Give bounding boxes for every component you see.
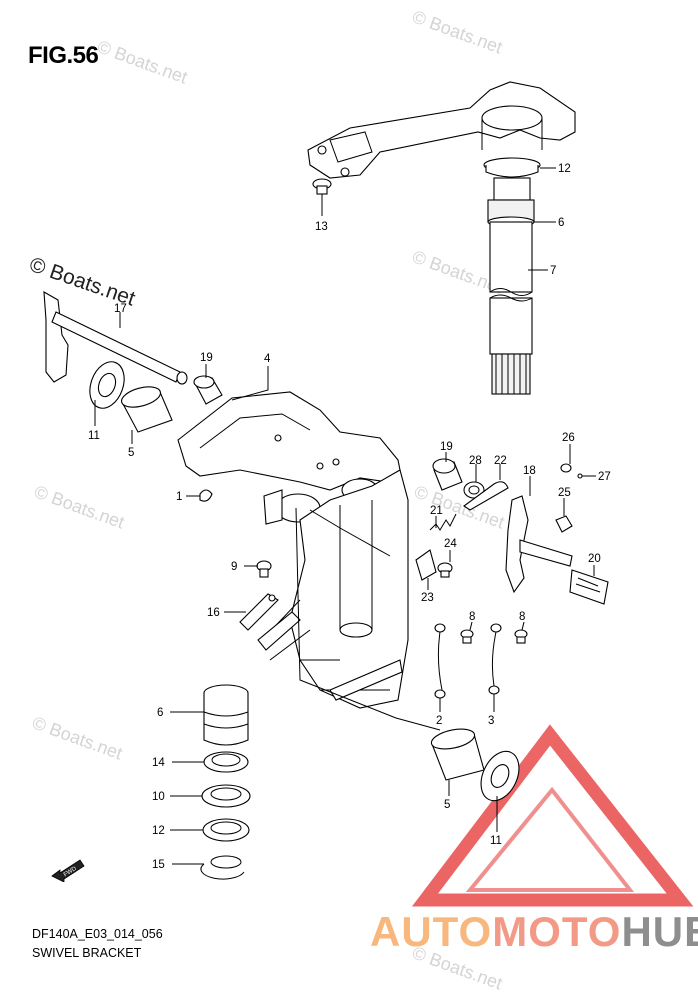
bushing-5 <box>120 386 173 433</box>
callout-14: 14 <box>152 757 165 769</box>
callout-8-right: 8 <box>519 611 525 623</box>
callout-13: 13 <box>315 221 328 233</box>
automotohub-logo: AUTOMOTOHUB <box>370 908 698 956</box>
callout-labels: 12 13 6 7 17 19 4 11 5 1 19 28 22 26 27 … <box>88 163 611 871</box>
callout-22: 22 <box>494 455 507 467</box>
bolt-8-right <box>514 629 528 644</box>
callout-11-lower: 11 <box>490 835 502 847</box>
grip-20 <box>569 569 609 605</box>
swivel-bracket <box>177 391 409 709</box>
clip-1 <box>199 489 213 502</box>
callout-6-lower: 6 <box>157 707 163 719</box>
tilt-lever-18 <box>505 495 573 594</box>
callout-21: 21 <box>430 505 443 517</box>
logo-part-moto: MOTO <box>492 908 622 955</box>
callout-9: 9 <box>231 561 237 573</box>
tilt-tube <box>43 291 188 385</box>
nut-25 <box>555 515 573 533</box>
bolt-24 <box>437 562 453 578</box>
callout-19-left: 19 <box>200 352 213 364</box>
callout-27: 27 <box>598 471 611 483</box>
callout-12-top: 12 <box>558 163 571 175</box>
callout-5-upper: 5 <box>128 447 134 459</box>
ground-wire-2 <box>434 623 446 699</box>
callout-24: 24 <box>444 538 457 550</box>
stopper-16 <box>239 593 279 631</box>
callout-23: 23 <box>421 592 434 604</box>
bolt-9 <box>256 560 272 578</box>
callout-15: 15 <box>152 859 165 871</box>
callout-26: 26 <box>562 432 575 444</box>
callout-7: 7 <box>550 265 556 277</box>
washer-10 <box>201 784 251 808</box>
spring-22 <box>463 481 509 511</box>
logo-triangle-icon <box>411 724 694 907</box>
steering-shaft <box>483 157 541 395</box>
diagram-caption: SWIVEL BRACKET <box>32 946 142 960</box>
washer-11 <box>89 361 125 409</box>
callout-17: 17 <box>114 303 127 315</box>
callout-25: 25 <box>558 487 571 499</box>
callout-10: 10 <box>152 791 165 803</box>
callout-1: 1 <box>176 491 182 503</box>
diagram-code: DF140A_E03_014_056 <box>32 927 163 941</box>
callout-19-right: 19 <box>440 441 453 453</box>
steering-bracket <box>307 81 576 179</box>
plate-23 <box>415 549 437 581</box>
callout-2: 2 <box>436 715 442 727</box>
spring-21 <box>429 513 457 531</box>
figure-title: FIG.56 <box>28 42 99 69</box>
ground-wire-3 <box>488 623 502 695</box>
bolt-13 <box>312 178 332 195</box>
bolt-8-left <box>460 629 474 644</box>
callout-6-top: 6 <box>558 217 564 229</box>
callout-20: 20 <box>588 553 601 565</box>
bushing-5-lower <box>430 728 485 781</box>
logo-part-auto: AUTO <box>370 908 493 955</box>
bushing-19-left <box>193 375 223 405</box>
callout-28: 28 <box>469 455 482 467</box>
forward-arrow-icon: FWD <box>51 859 85 882</box>
bushing-19-right <box>432 458 463 491</box>
washer-26 <box>560 463 572 473</box>
callout-3: 3 <box>488 715 494 727</box>
washer-11-lower <box>480 750 520 802</box>
bushing-6-lower <box>203 684 249 746</box>
callout-5-lower: 5 <box>444 799 450 811</box>
callout-4: 4 <box>264 353 271 365</box>
callout-16: 16 <box>207 607 220 619</box>
circlip-15 <box>200 855 245 880</box>
callout-11-upper: 11 <box>88 430 100 442</box>
callout-8-left: 8 <box>469 611 475 623</box>
callout-18: 18 <box>523 465 536 477</box>
washer-12 <box>202 818 250 842</box>
leader-lines <box>94 167 596 865</box>
callout-12-lower: 12 <box>152 825 165 837</box>
washer-14 <box>203 751 249 773</box>
logo-part-hub: HUB <box>621 908 698 955</box>
